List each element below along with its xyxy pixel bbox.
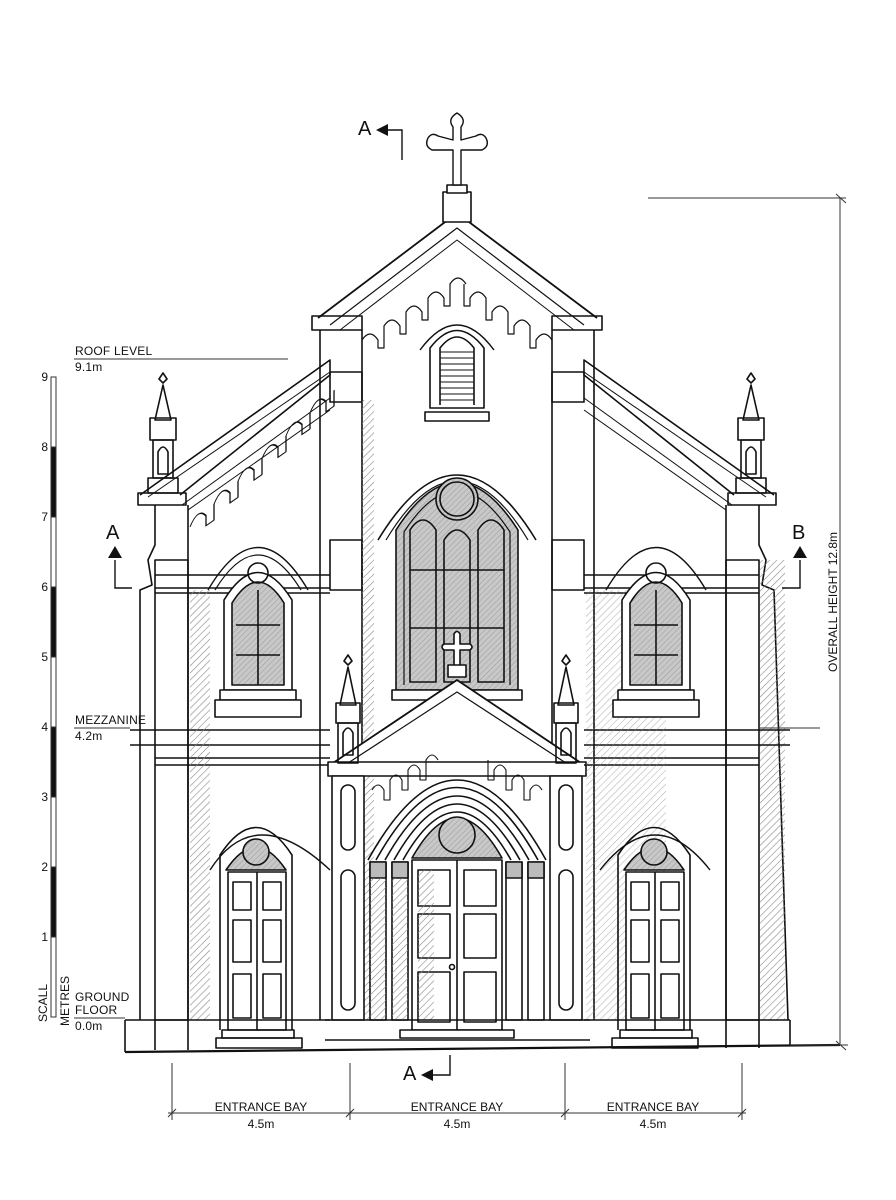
ground-floor-value: 0.0m <box>75 1019 103 1033</box>
section-marker-a-bottom: A <box>403 1063 417 1085</box>
scale-title: SCALL <box>36 983 50 1022</box>
porch-right-pinnacle <box>553 654 579 764</box>
section-marker-a-top: A <box>358 118 372 140</box>
scale-tick: 4 <box>41 720 48 734</box>
bay-label-1: ENTRANCE BAY <box>214 1100 308 1114</box>
bay-label-3: ENTRANCE BAY <box>606 1100 700 1114</box>
section-arrow-left-icon <box>108 546 122 558</box>
left-wing <box>124 359 335 1052</box>
scale-tick: 8 <box>41 440 48 454</box>
central-porch <box>325 654 590 1041</box>
right-wing <box>583 359 791 1049</box>
section-arrow-right-icon <box>793 546 807 558</box>
scale-tick: 5 <box>41 650 48 664</box>
scale-tick: 6 <box>41 580 48 594</box>
top-cross <box>425 112 489 223</box>
scale-tick: 9 <box>41 370 48 384</box>
section-arrow-bottom-icon <box>421 1069 433 1081</box>
scale-tick: 7 <box>41 510 48 524</box>
left-upper-window <box>207 547 309 718</box>
roof-level-value: 9.1m <box>75 360 103 374</box>
ground-line <box>124 1043 841 1054</box>
left-door <box>209 826 331 1049</box>
right-upper-window <box>605 547 707 718</box>
bay-width-2: 4.5m <box>443 1117 471 1131</box>
overall-height-label: OVERALL HEIGHT 12.8m <box>826 531 840 672</box>
bay-width-3: 4.5m <box>639 1117 667 1131</box>
main-entrance-door <box>399 859 515 1039</box>
left-pinnacle <box>147 372 179 494</box>
right-door <box>599 826 711 1049</box>
section-marker-a-left: A <box>106 522 120 544</box>
section-marker-b-right: B <box>792 522 806 544</box>
ground-floor-label-1: GROUND <box>75 990 130 1004</box>
roof-level-label: ROOF LEVEL <box>75 344 153 358</box>
porch-cross <box>441 630 473 678</box>
scale-tick: 1 <box>41 930 48 944</box>
porch-left-pinnacle <box>335 654 361 764</box>
mezzanine-label: MEZZANINE <box>75 713 147 727</box>
porch-columns <box>369 861 545 1021</box>
scale-tick: 3 <box>41 790 48 804</box>
right-pinnacle <box>735 372 767 494</box>
mezzanine-value: 4.2m <box>75 729 103 743</box>
louvered-vent <box>419 324 495 422</box>
section-arrow-top-icon <box>376 124 388 136</box>
bay-width-1: 4.5m <box>247 1117 275 1131</box>
scale-units: METRES <box>58 975 72 1026</box>
scale-bar <box>50 376 57 1018</box>
scale-tick: 2 <box>41 860 48 874</box>
bay-label-2: ENTRANCE BAY <box>410 1100 504 1114</box>
ground-floor-label-2: FLOOR <box>75 1003 118 1017</box>
